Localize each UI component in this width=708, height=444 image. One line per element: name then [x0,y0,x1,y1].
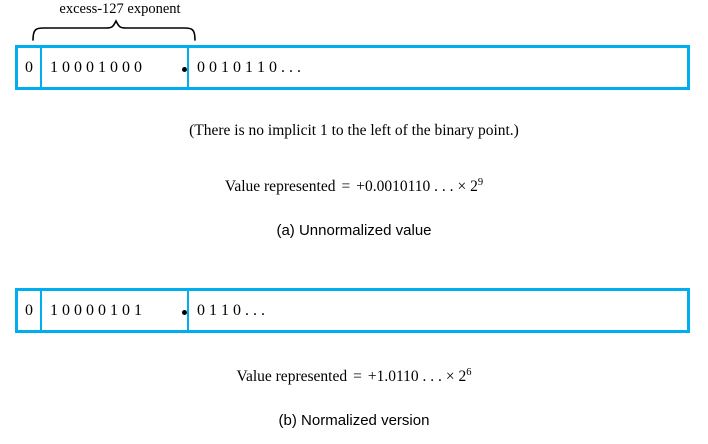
value-label-normalized: Value represented [236,368,348,385]
caption-unnormalized: (a) Unnormalized value [276,222,432,239]
sign-exponent-divider [40,48,42,87]
equals-sign-normalized: = [353,368,362,385]
value-exponent-unnormalized: 9 [477,176,484,188]
fraction-bits-unnormalized: 0 0 1 0 1 1 0 . . . [197,58,301,76]
value-expression-normalized: Value represented = +1.0110 . . .× 26 [0,366,708,386]
fraction-bits-normalized: 0 1 1 0 . . . [197,301,265,319]
exponent-brace-label: excess-127 exponent [59,1,181,17]
exponent-brace-icon [32,19,196,41]
equals-sign-unnormalized: = [341,178,351,195]
value-mantissa-unnormalized: +0.0010110 . . . [356,178,454,195]
value-mantissa-normalized: +1.0110 . . . [367,368,442,385]
value-exponent-normalized: 6 [466,366,472,378]
binary-point-icon-normalized [182,310,187,315]
bit-field-box-unnormalized: 0 1 0 0 0 1 0 0 0 0 0 1 0 1 1 0 . . . [15,45,690,90]
times-two-normalized: × 2 [445,368,467,385]
binary-point-icon-unnormalized [182,67,187,72]
exponent-bits-normalized: 1 0 0 0 0 1 0 1 [50,301,142,319]
value-expression-unnormalized: Value represented = +0.0010110 . . .× 29 [0,176,708,196]
value-label-unnormalized: Value represented [224,178,336,195]
times-two-unnormalized: × 2 [457,178,478,195]
sign-exponent-divider-normalized [40,291,42,330]
caption-normalized: (b) Normalized version [278,412,430,429]
exponent-fraction-divider-normalized [187,291,189,330]
sign-bit-normalized: 0 [25,301,33,319]
exponent-bits-unnormalized: 1 0 0 0 1 0 0 0 [50,58,142,76]
exponent-brace-group: excess-127 exponent [20,0,220,44]
sign-bit-unnormalized: 0 [25,58,33,76]
exponent-fraction-divider [187,48,189,87]
implicit-one-note: (There is no implicit 1 to the left of t… [189,122,519,139]
bit-field-box-normalized: 0 1 0 0 0 0 1 0 1 0 1 1 0 . . . [15,288,690,333]
